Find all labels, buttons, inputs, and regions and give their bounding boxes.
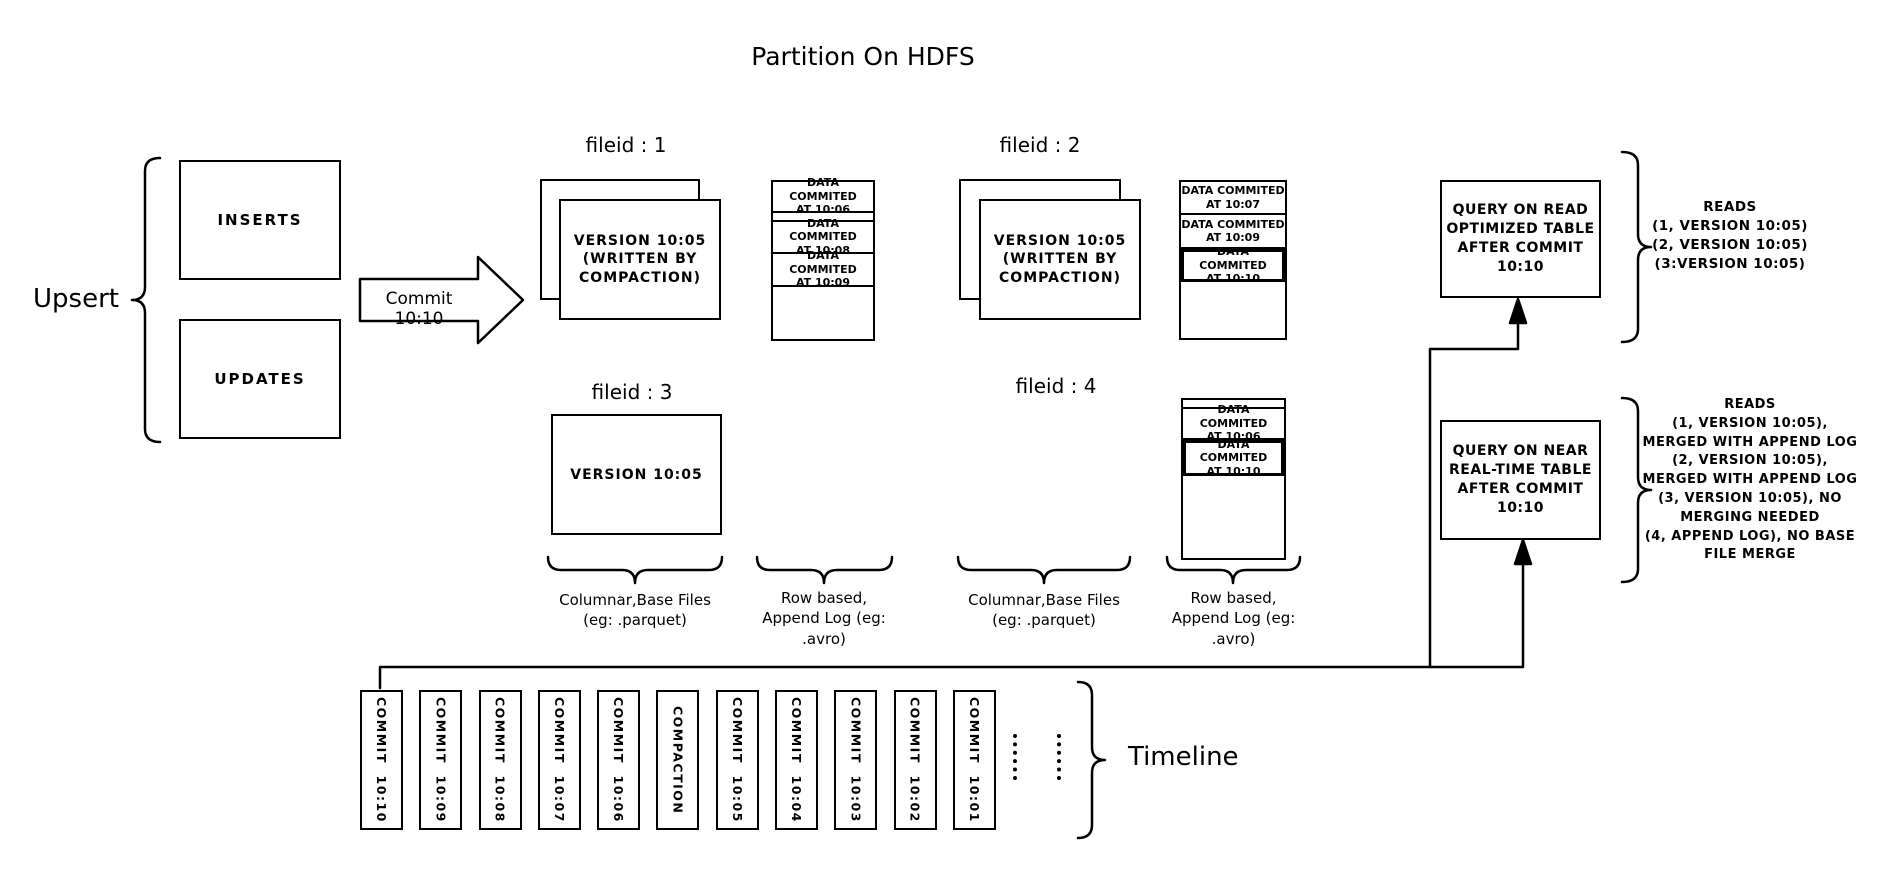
timeline-entry: COMMIT 10:05: [715, 690, 759, 830]
underbrace-columnar-1: [546, 555, 724, 585]
upsert-brace: [130, 156, 162, 444]
log-free-space: [1183, 476, 1284, 558]
log-free-space: [773, 287, 873, 339]
commit-arrow-shape: [358, 255, 525, 345]
commit-arrow-label: Commit 10:10: [385, 289, 453, 329]
timeline-entry: COMMIT 10:02: [893, 690, 937, 830]
row-based-append-log-label-2: Row based, Append Log (eg: .avro): [1171, 589, 1296, 648]
underbrace-row-based-2: [1165, 555, 1302, 585]
timeline-entry: COMMIT 10:07: [537, 690, 581, 830]
branch-to-read-optimized-line: [1428, 320, 1520, 669]
inserts-label: INSERTS: [217, 211, 303, 229]
timeline-ellipsis-1: [1013, 734, 1017, 780]
fileid-1-base-text: VERSION 10:05 (WRITTEN BY COMPACTION): [573, 233, 707, 286]
row-based-append-log-label-1: Row based, Append Log (eg: .avro): [762, 589, 886, 648]
timeline-entry-label: COMMIT 10:10: [374, 697, 389, 823]
log-segment: DATA COMMITED AT 10:08: [773, 217, 873, 257]
page-title: Partition On HDFS: [751, 42, 975, 71]
query-near-real-time-box: QUERY ON NEAR REAL-TIME TABLE AFTER COMM…: [1440, 420, 1601, 540]
reads-list-read-optimized: READS (1, VERSION 10:05) (2, VERSION 10:…: [1652, 199, 1808, 272]
timeline-brace: [1076, 680, 1107, 840]
timeline-to-queries-line: [378, 560, 1525, 690]
timeline-entry-label: COMMIT 10:07: [551, 697, 567, 823]
timeline-label: Timeline: [1128, 742, 1239, 772]
log-free-space: [1181, 282, 1285, 338]
query-read-optimized-text: QUERY ON READ OPTIMIZED TABLE AFTER COMM…: [1446, 202, 1595, 275]
timeline-entry-label: COMMIT 10:06: [611, 697, 627, 823]
reads-brace-1: [1620, 150, 1653, 344]
updates-box: UPDATES: [179, 319, 341, 439]
timeline-entry-label: COMMIT 10:09: [433, 697, 449, 823]
timeline-entry: COMMIT 10:06: [597, 690, 641, 830]
log-segment: DATA COMMITED AT 10:09: [1181, 215, 1285, 249]
log-file-2: DATA COMMITED AT 10:07 DATA COMMITED AT …: [1179, 180, 1287, 340]
fileid-4-label: fileid : 4: [1015, 374, 1097, 398]
log-empty-strip: [773, 213, 873, 222]
log-segment: DATA COMMITED AT 10:06: [773, 176, 873, 216]
fileid-3-label: fileid : 3: [591, 380, 673, 404]
fileid-2-label: fileid : 2: [999, 133, 1081, 157]
timeline-entry-compaction: COMPACTION: [656, 690, 700, 830]
arrowhead-near-real-time: [1513, 538, 1533, 566]
fileid-3-base-text: VERSION 10:05: [570, 466, 703, 483]
timeline-entry-label: COMMIT 10:03: [848, 697, 864, 823]
log-file-1: DATA COMMITED AT 10:06 DATA COMMITED AT …: [771, 176, 875, 341]
inserts-box: INSERTS: [179, 160, 341, 280]
log-file-4: DATA COMMITED AT 10:06 DATA COMMITED AT …: [1181, 398, 1286, 560]
timeline-entry: COMMIT 10:10: [360, 690, 403, 830]
query-read-optimized-box: QUERY ON READ OPTIMIZED TABLE AFTER COMM…: [1440, 180, 1601, 298]
query-near-real-time-text: QUERY ON NEAR REAL-TIME TABLE AFTER COMM…: [1449, 443, 1592, 516]
columnar-base-files-label-2: Columnar,Base Files (eg: .parquet): [968, 591, 1120, 630]
timeline-entry-label: COMMIT 10:05: [729, 697, 745, 823]
timeline-entry: COMMIT 10:04: [775, 690, 819, 830]
reads-list-near-real-time: READS (1, VERSION 10:05), MERGED WITH AP…: [1642, 397, 1858, 563]
log-segment: DATA COMMITED AT 10:07: [1181, 182, 1285, 215]
log-segment: DATA COMMITED AT 10:06: [1183, 403, 1284, 443]
underbrace-row-based-1: [755, 555, 894, 585]
timeline-row: COMMIT 10:10 COMMIT 10:09 COMMIT 10:08 C…: [360, 690, 996, 830]
timeline-entry: COMMIT 10:09: [419, 690, 463, 830]
updates-label: UPDATES: [214, 370, 306, 388]
fileid-2-base-front: VERSION 10:05 (WRITTEN BY COMPACTION): [979, 199, 1141, 320]
log-empty-strip: [1183, 400, 1284, 409]
underbrace-columnar-2: [956, 555, 1132, 585]
timeline-entry-label: COMMIT 10:04: [789, 697, 805, 823]
columnar-base-files-label-1: Columnar,Base Files (eg: .parquet): [559, 591, 711, 630]
timeline-entry: COMMIT 10:01: [952, 690, 996, 830]
upsert-label: Upsert: [33, 284, 119, 314]
timeline-entry: COMMIT 10:08: [478, 690, 522, 830]
fileid-3-base: VERSION 10:05: [551, 414, 722, 535]
reads-brace-2: [1620, 396, 1653, 584]
timeline-ellipsis-2: [1057, 734, 1061, 780]
log-segment: DATA COMMITED AT 10:09: [773, 249, 873, 289]
timeline-entry: COMMIT 10:03: [834, 690, 878, 830]
log-segment-latest-commit: DATA COMMITED AT 10:10: [1183, 438, 1284, 478]
log-segment-latest-commit: DATA COMMITED AT 10:10: [1181, 245, 1285, 285]
timeline-entry-label: COMMIT 10:08: [492, 697, 508, 823]
fileid-2-base-text: VERSION 10:05 (WRITTEN BY COMPACTION): [993, 233, 1127, 286]
timeline-entry-label: COMMIT 10:02: [907, 697, 923, 823]
timeline-entry-label: COMMIT 10:01: [966, 697, 982, 823]
fileid-1-base-front: VERSION 10:05 (WRITTEN BY COMPACTION): [559, 199, 721, 320]
arrowhead-read-optimized: [1508, 297, 1528, 325]
timeline-entry-label: COMPACTION: [670, 705, 686, 815]
fileid-1-label: fileid : 1: [585, 133, 667, 157]
